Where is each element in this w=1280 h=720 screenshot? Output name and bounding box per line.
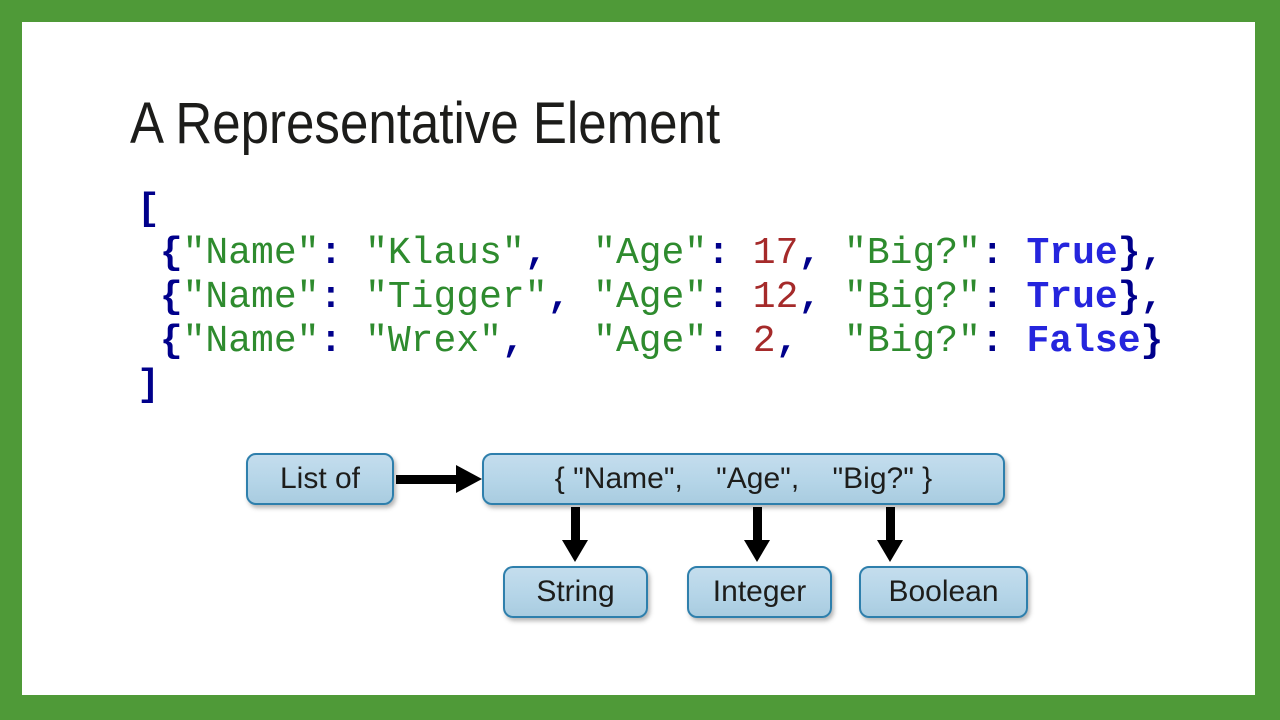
code-token-n: 2 bbox=[752, 320, 776, 363]
code-token-w bbox=[798, 320, 844, 363]
arrow-shaft bbox=[570, 507, 580, 542]
node-boolean-type: Boolean bbox=[859, 566, 1028, 618]
code-token-s: "Name" bbox=[182, 232, 320, 275]
arrow-shaft bbox=[885, 507, 895, 542]
code-token-s: "Klaus" bbox=[365, 232, 525, 275]
code-token-w bbox=[821, 276, 844, 319]
code-line: {"Name": "Klaus", "Age": 17, "Big?": Tru… bbox=[137, 232, 1164, 276]
code-token-w bbox=[342, 232, 365, 275]
arrow-shaft bbox=[396, 475, 458, 484]
arrow-head bbox=[744, 540, 770, 562]
arrow-shaft bbox=[752, 507, 762, 542]
code-token-p: }, bbox=[1117, 232, 1164, 275]
code-token-w bbox=[137, 276, 160, 319]
code-token-s: "Wrex" bbox=[365, 320, 502, 363]
code-token-p: , bbox=[798, 232, 822, 275]
code-line: [ bbox=[137, 188, 1163, 232]
slide: A Representative Element [ {"Name": "Kla… bbox=[22, 22, 1255, 695]
node-integer-type: Integer bbox=[687, 566, 832, 618]
code-token-p: , bbox=[547, 276, 571, 319]
code-token-s: "Name" bbox=[182, 276, 320, 319]
code-line: ] bbox=[137, 364, 1163, 408]
code-token-p: : bbox=[319, 276, 343, 319]
code-token-p: : bbox=[980, 320, 1004, 363]
code-token-p: , bbox=[775, 320, 799, 363]
code-token-s: "Age" bbox=[593, 276, 708, 319]
code-token-w bbox=[730, 320, 753, 363]
code-token-s: "Big?" bbox=[844, 320, 981, 363]
code-token-w bbox=[821, 232, 844, 275]
code-token-s: "Age" bbox=[593, 232, 708, 275]
code-block: [ {"Name": "Klaus", "Age": 17, "Big?": T… bbox=[137, 188, 1163, 408]
code-token-p: : bbox=[980, 276, 1004, 319]
code-token-p: }, bbox=[1117, 276, 1164, 319]
code-token-k: True bbox=[1026, 276, 1118, 319]
code-token-k: True bbox=[1026, 232, 1118, 275]
arrow-head bbox=[456, 465, 482, 493]
code-token-p: , bbox=[798, 276, 822, 319]
code-token-w bbox=[730, 276, 753, 319]
page-title: A Representative Element bbox=[130, 91, 721, 156]
code-token-p: : bbox=[707, 276, 730, 319]
code-token-w bbox=[525, 320, 593, 363]
arrow-down-icon-age bbox=[744, 507, 770, 562]
arrow-down-icon-name bbox=[562, 507, 588, 562]
arrow-head bbox=[562, 540, 588, 562]
arrow-right-icon bbox=[396, 465, 482, 493]
code-token-w bbox=[137, 232, 160, 275]
code-line: {"Name": "Tigger", "Age": 12, "Big?": Tr… bbox=[137, 276, 1164, 320]
code-token-p: : bbox=[980, 232, 1004, 275]
code-token-p: : bbox=[707, 232, 730, 275]
arrow-down-icon-big bbox=[877, 507, 903, 562]
code-token-p: { bbox=[159, 232, 183, 275]
code-line: {"Name": "Wrex", "Age": 2, "Big?": False… bbox=[137, 320, 1164, 364]
code-token-w bbox=[1004, 232, 1027, 275]
arrow-head bbox=[877, 540, 903, 562]
code-token-s: "Big?" bbox=[844, 232, 981, 275]
code-token-w bbox=[548, 232, 594, 275]
code-token-s: "Big?" bbox=[844, 276, 981, 319]
code-token-w bbox=[342, 320, 365, 363]
code-token-p: , bbox=[501, 320, 525, 363]
code-token-n: 17 bbox=[752, 232, 799, 275]
node-string-type: String bbox=[503, 566, 648, 618]
code-token-w bbox=[342, 276, 365, 319]
code-token-p: } bbox=[1140, 320, 1164, 363]
code-token-p: : bbox=[707, 320, 730, 363]
code-token-p: : bbox=[319, 320, 343, 363]
code-token-w bbox=[730, 232, 753, 275]
code-token-s: "Name" bbox=[182, 320, 320, 363]
code-token-p: { bbox=[159, 276, 183, 319]
code-token-w bbox=[1004, 276, 1027, 319]
node-list-of: List of bbox=[246, 453, 394, 505]
code-token-n: 12 bbox=[752, 276, 799, 319]
code-token-k: False bbox=[1026, 320, 1141, 363]
code-token-p: [ bbox=[137, 188, 160, 231]
code-token-w bbox=[137, 320, 160, 363]
code-token-p: ] bbox=[137, 364, 160, 407]
code-token-s: "Tigger" bbox=[365, 276, 548, 319]
code-token-w bbox=[1004, 320, 1027, 363]
code-token-s: "Age" bbox=[593, 320, 708, 363]
code-token-w bbox=[570, 276, 593, 319]
code-token-p: , bbox=[524, 232, 548, 275]
code-token-p: : bbox=[319, 232, 343, 275]
code-token-p: { bbox=[159, 320, 183, 363]
node-element-keys: { "Name", "Age", "Big?" } bbox=[482, 453, 1005, 505]
